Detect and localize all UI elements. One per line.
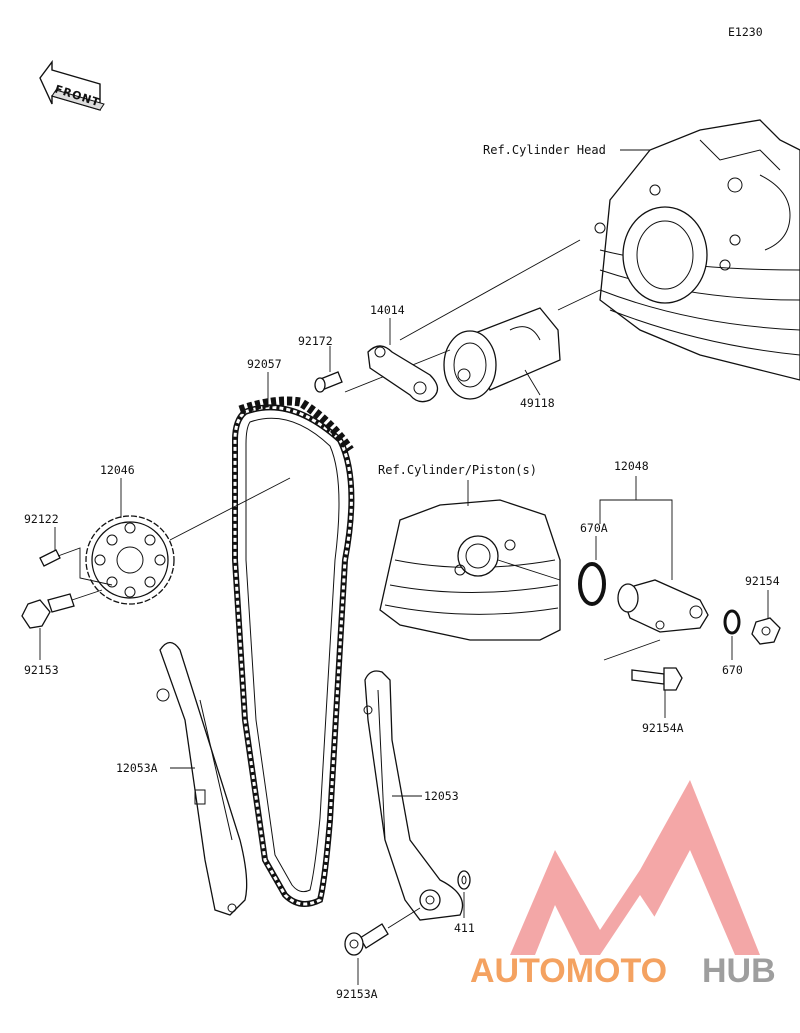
label-670A: 670A [580,521,608,535]
label-670: 670 [722,663,743,677]
washer-411 [457,870,471,890]
label-92057: 92057 [247,357,282,371]
chain-tensioner [617,579,709,633]
timing-chain [232,396,355,907]
label-12053: 12053 [424,789,459,803]
label-92122: 92122 [24,512,59,526]
watermark-text-secondary: HUB [702,952,776,990]
label-411: 411 [454,921,475,935]
cylinder-block [379,499,561,641]
bolt-92153 [21,593,75,629]
watermark-text-primary: AUTOMOTO [470,952,667,990]
nut-92154 [751,617,781,645]
label-92172: 92172 [298,334,333,348]
label-92153: 92153 [24,663,59,677]
cylinder-head [594,119,800,381]
watermark-logo-icon [510,780,760,955]
label-14014: 14014 [370,303,405,317]
front-arrow-icon: FRONT [39,59,105,111]
chain-guide-12053A [156,641,248,916]
label-49118: 49118 [520,396,555,410]
label-92153A: 92153A [336,987,378,1001]
label-12053A: 12053A [116,761,158,775]
cam-plate [367,345,439,403]
label-12048: 12048 [614,459,649,473]
o-ring-670A [578,562,606,606]
label-12046: 12046 [100,463,135,477]
cam-sprocket [85,515,175,605]
label-92154A: 92154A [642,721,684,735]
camshaft [443,307,561,400]
pin-92122 [39,549,61,567]
label-92154: 92154 [745,574,780,588]
ref-cylinder-head: Ref.Cylinder Head [483,143,606,157]
o-ring-670 [723,609,741,635]
screw-92172 [314,371,343,393]
ref-cylinder-piston: Ref.Cylinder/Piston(s) [378,463,537,477]
chain-guide-12053 [363,670,464,921]
bolt-92154A [631,667,683,691]
bolt-92153A [344,923,389,956]
diagram-code: E1230 [728,25,763,39]
